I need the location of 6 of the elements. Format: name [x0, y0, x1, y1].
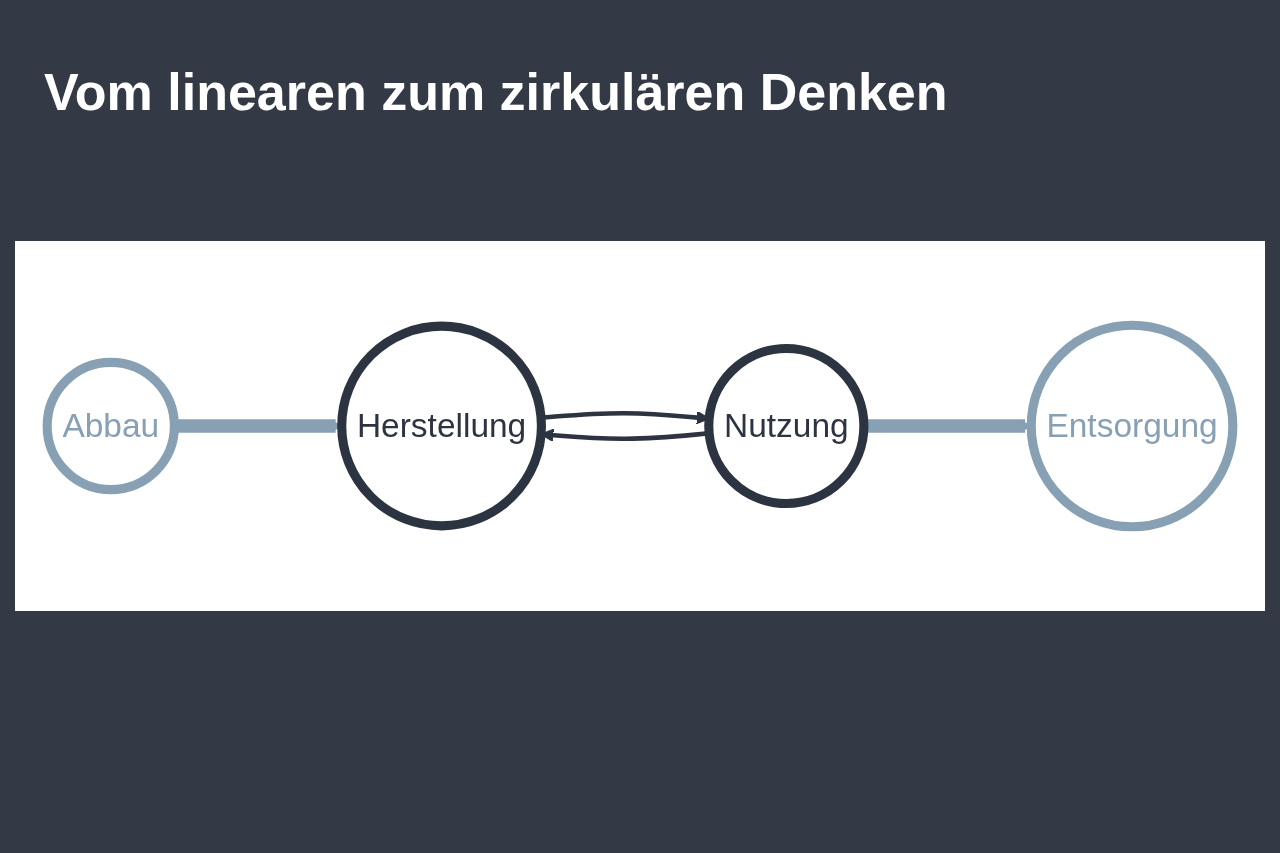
node-circle	[337, 321, 546, 531]
diagram-panel: Abbau Herstellung Nutzung Entsorgung	[15, 241, 1265, 611]
node-circle	[42, 357, 179, 495]
title: Vom linearen zum zirkulären Denken	[44, 62, 948, 122]
node-circle	[1026, 320, 1238, 532]
node-circle	[704, 343, 869, 509]
